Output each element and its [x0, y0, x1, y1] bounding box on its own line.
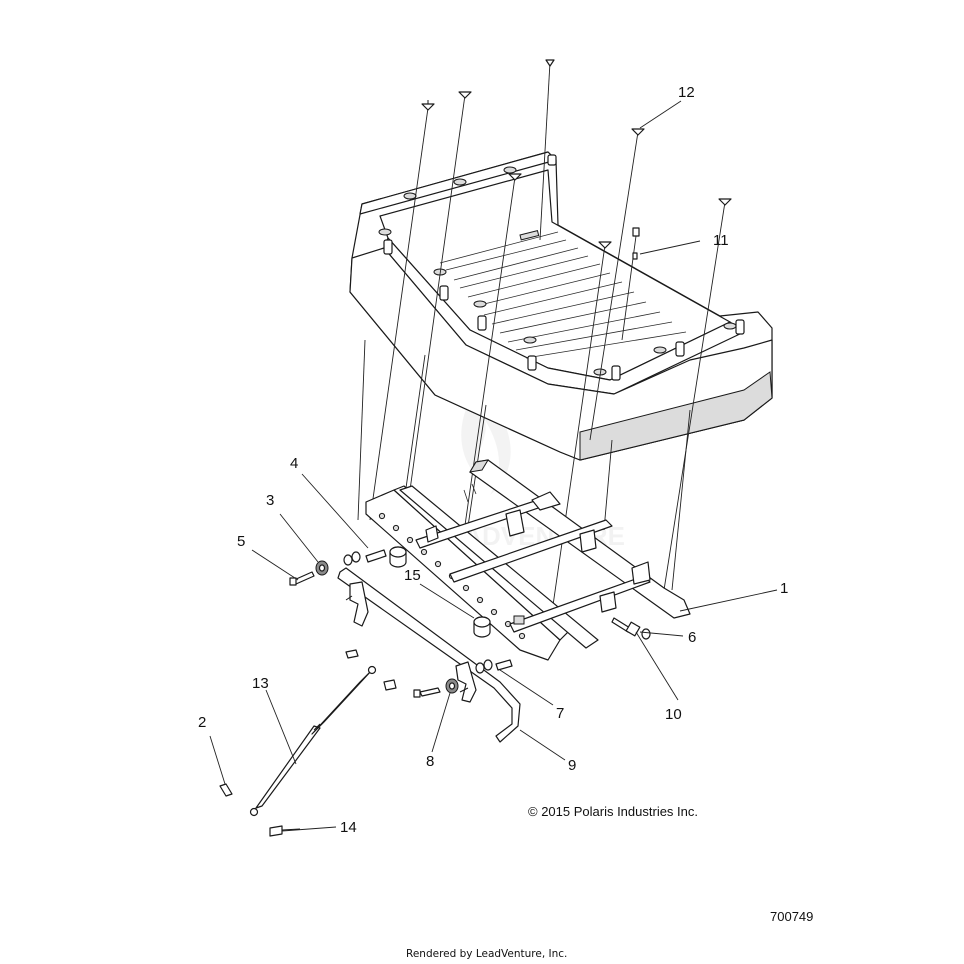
footer-credit: Rendered by LeadVenture, Inc. — [406, 948, 567, 960]
diagram-number: 700749 — [770, 909, 813, 924]
callout-9: 9 — [568, 757, 576, 774]
hardware-parts — [219, 546, 651, 837]
callout-3: 3 — [266, 492, 274, 509]
callout-7: 7 — [556, 705, 564, 722]
copyright-text: © 2015 Polaris Industries Inc. — [528, 804, 698, 819]
callout-2: 2 — [198, 714, 206, 731]
callout-leaders — [209, 100, 778, 832]
callout-8: 8 — [426, 753, 434, 770]
callout-labels: 1 2 3 4 5 6 7 8 9 10 11 12 13 14 15 — [198, 84, 788, 836]
callout-4: 4 — [290, 455, 298, 472]
callout-13: 13 — [252, 675, 269, 692]
callout-5: 5 — [237, 533, 245, 550]
callout-1: 1 — [780, 580, 788, 597]
callout-14: 14 — [340, 819, 357, 836]
callout-15: 15 — [404, 567, 421, 584]
cargo-box — [349, 151, 773, 461]
push-rivets — [357, 59, 732, 641]
callout-6: 6 — [688, 629, 696, 646]
callout-11: 11 — [713, 232, 729, 249]
callout-12: 12 — [678, 84, 695, 101]
callout-10: 10 — [665, 706, 682, 723]
frame-assembly — [365, 459, 691, 661]
